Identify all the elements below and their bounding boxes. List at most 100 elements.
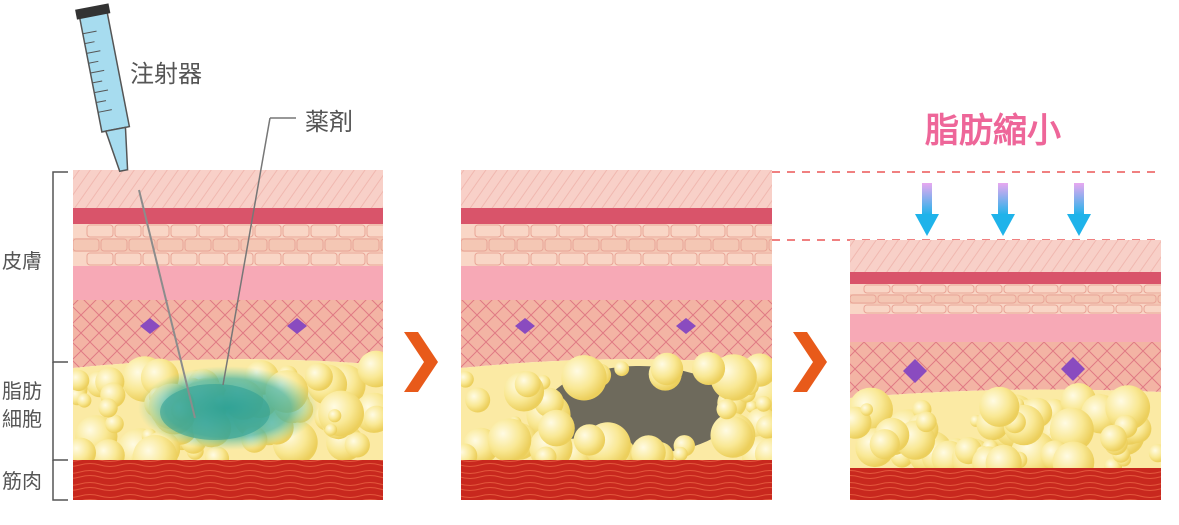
skin-cell <box>100 238 128 252</box>
skin-cell <box>212 238 240 252</box>
skin-cell <box>142 224 170 238</box>
skin-cell <box>656 238 684 252</box>
fat-cell <box>756 415 772 439</box>
fat-cell <box>561 355 607 401</box>
cell-icon <box>676 318 696 334</box>
skin-cell <box>1143 304 1161 314</box>
fat-cell <box>77 393 92 408</box>
fat-cell <box>860 403 873 416</box>
fat-cell <box>357 350 383 388</box>
down-arrow-icon <box>1067 183 1091 236</box>
cell-icon <box>287 318 307 334</box>
fat-cell <box>487 418 532 463</box>
fat-cell <box>650 352 684 386</box>
skin-cell <box>502 252 530 266</box>
skin-cell <box>1031 284 1059 294</box>
skin-cell <box>474 224 502 238</box>
skin-cell <box>86 224 114 238</box>
skin-cell <box>642 224 670 238</box>
skin-cell <box>850 294 877 304</box>
skin-cell <box>961 294 989 304</box>
syringe-icon <box>75 3 196 419</box>
fat-cell <box>465 387 491 413</box>
fat-cell <box>344 432 370 458</box>
skin-cell <box>198 224 226 238</box>
skin-cell <box>530 224 558 238</box>
fat-cell <box>916 411 937 433</box>
skin-cell <box>461 238 488 252</box>
skin-cell <box>142 252 170 266</box>
skin-cell <box>586 224 614 238</box>
basal-layer <box>73 208 383 224</box>
fat-cell <box>716 398 737 420</box>
fat-cell <box>318 390 364 437</box>
skin-label: 皮膚 <box>2 249 42 273</box>
skin-cell <box>1129 294 1157 304</box>
skin-cell <box>975 284 1003 294</box>
skin-cell <box>1115 304 1143 314</box>
skin-cell <box>1045 294 1073 304</box>
skin-cell <box>226 252 254 266</box>
skin-cell <box>1059 284 1087 294</box>
cell-icon <box>140 318 160 334</box>
skin-cell <box>530 252 558 266</box>
panel-after-injection <box>461 170 772 500</box>
fat-cell <box>1100 424 1127 452</box>
skin-cell <box>891 284 919 294</box>
skin-cell <box>947 304 975 314</box>
skin-cell <box>754 224 772 238</box>
skin-cell <box>128 238 156 252</box>
skin-cell <box>380 238 383 252</box>
skin-cell <box>474 252 502 266</box>
fat-cell <box>1105 385 1151 431</box>
fat-cell <box>363 405 383 432</box>
skin-cell-row <box>461 224 772 238</box>
skin-cell <box>254 224 282 238</box>
skin-cell <box>698 224 726 238</box>
skin-cell <box>184 238 212 252</box>
skin-cell <box>1031 304 1059 314</box>
skin-cell <box>1059 304 1087 314</box>
skin-cell <box>768 238 772 252</box>
skin-cell-row <box>850 284 1161 294</box>
skin-cell-row <box>850 304 1161 314</box>
skin-cell <box>1087 284 1115 294</box>
fat-cell <box>573 424 606 456</box>
skin-cell <box>86 252 114 266</box>
skin-cell <box>698 252 726 266</box>
skin-cell <box>352 238 380 252</box>
skin-cell <box>338 224 366 238</box>
skin-cell <box>282 252 310 266</box>
fat-cell <box>304 362 333 391</box>
fat-cell <box>692 352 726 385</box>
skin-cell <box>947 284 975 294</box>
fat-cell <box>98 398 118 418</box>
skin-cell <box>114 252 142 266</box>
fat-cell <box>328 409 342 423</box>
skin-cell <box>282 224 310 238</box>
skin-cell <box>933 294 961 304</box>
medicine-label: 薬剤 <box>305 108 353 136</box>
skin-cell <box>1143 284 1161 294</box>
skin-cell-row <box>461 238 772 252</box>
fat-cell <box>538 409 575 447</box>
fat-cell <box>1049 407 1094 452</box>
skin-cell <box>1157 294 1161 304</box>
muscle-label: 筋肉 <box>2 469 42 493</box>
skin-cell <box>863 304 891 314</box>
fat-cell <box>325 423 338 436</box>
down-arrow-icon <box>991 183 1015 236</box>
skin-cell <box>240 238 268 252</box>
skin-cell <box>726 252 754 266</box>
skin-cell <box>614 252 642 266</box>
skin-cell <box>170 224 198 238</box>
fat-cells-label-1: 脂肪 <box>2 379 42 403</box>
skin-cell <box>338 252 366 266</box>
fat-cell <box>755 395 772 412</box>
fat-cell <box>105 414 124 434</box>
skin-cell <box>296 238 324 252</box>
fat-cells-label-2: 細胞 <box>2 407 42 431</box>
skin-cell <box>254 252 282 266</box>
medicine-leader-line <box>222 117 271 386</box>
